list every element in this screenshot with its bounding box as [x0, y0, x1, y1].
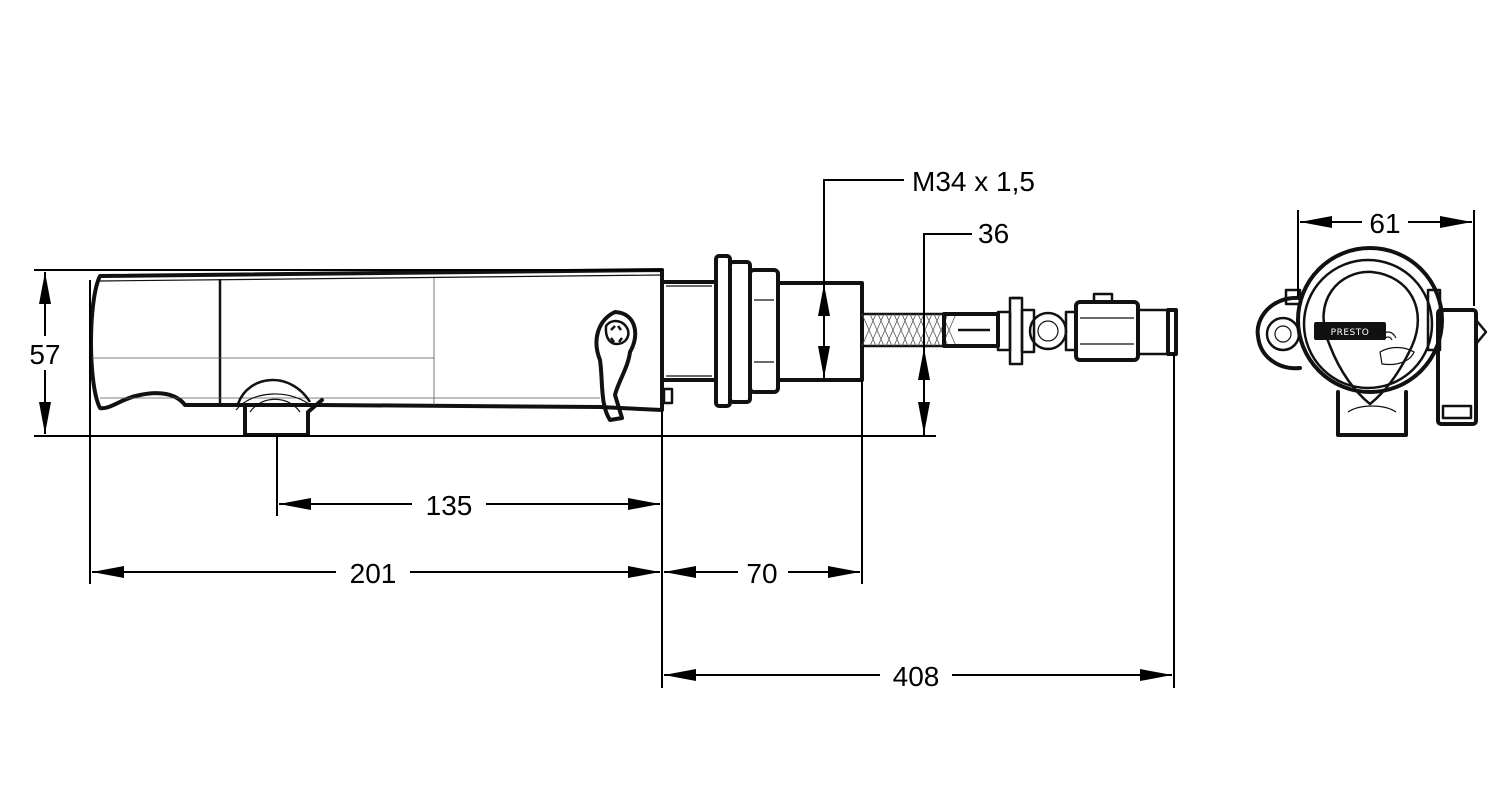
dim-spout-135: 135	[426, 490, 473, 521]
dim-width-61: 61	[1369, 208, 1400, 239]
brand-logo: PRESTO	[1331, 328, 1370, 338]
dim-height-57: 57	[29, 339, 60, 370]
dimension-lines	[39, 216, 1472, 681]
logo-badge	[1314, 322, 1386, 340]
hose-valve-side-view	[860, 292, 1178, 366]
dim-total-408: 408	[893, 661, 940, 692]
mounting-body-side-view	[660, 254, 864, 408]
front-view: PRESTO	[1255, 246, 1488, 437]
tap-body-side-view	[89, 268, 674, 437]
dim-thread-m34: M34 x 1,5	[912, 166, 1035, 197]
dim-nut-36: 36	[978, 218, 1009, 249]
dim-length-201: 201	[350, 558, 397, 589]
extension-lines	[34, 210, 1475, 688]
dim-body-70: 70	[746, 558, 777, 589]
leader-lines	[823, 179, 972, 436]
